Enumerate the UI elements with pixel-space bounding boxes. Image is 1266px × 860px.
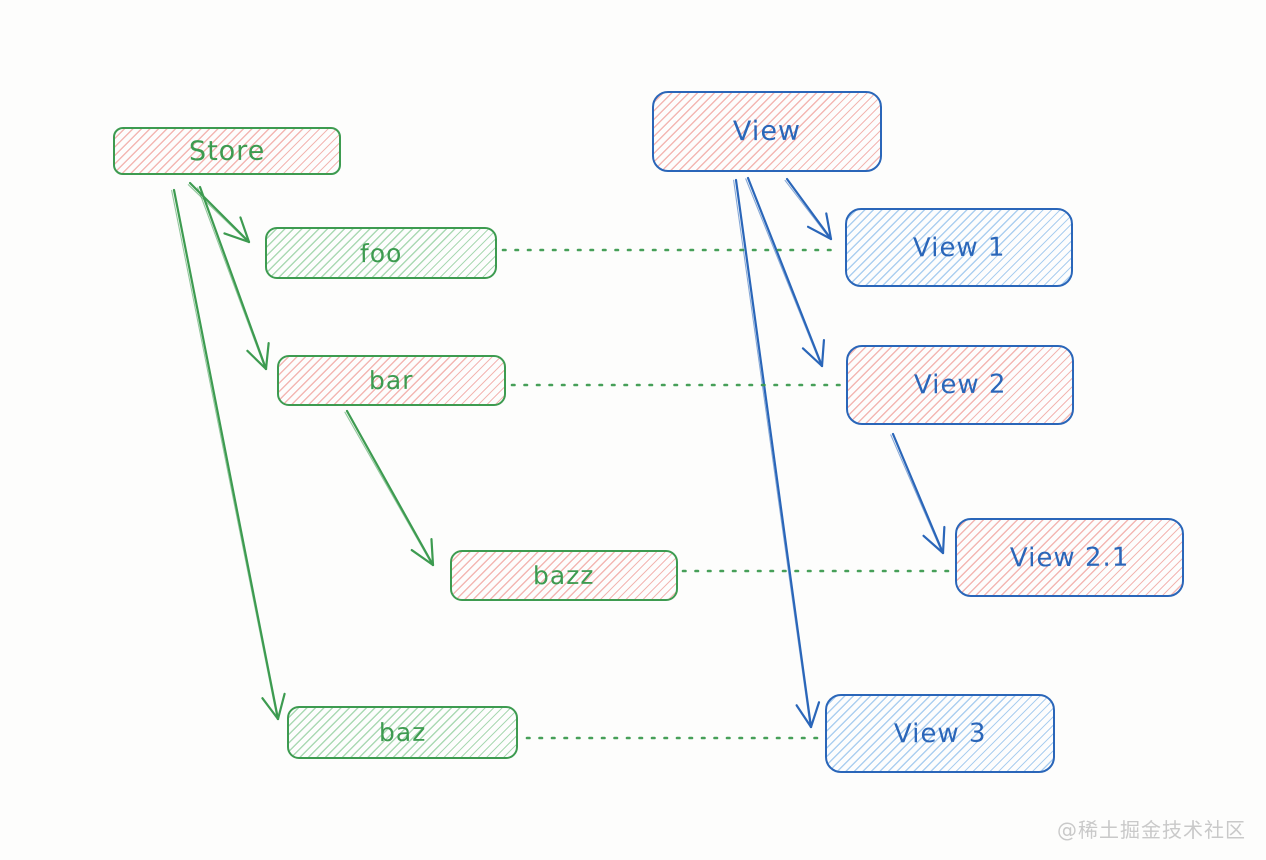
arrow-view-to-view1[interactable] xyxy=(784,177,833,241)
node-label: View 1 xyxy=(912,232,1006,263)
arrow-view2-to-view21[interactable] xyxy=(890,432,946,555)
node-store[interactable]: Store xyxy=(113,127,341,175)
node-label: View 2.1 xyxy=(1009,542,1130,573)
node-view3[interactable]: View 3 xyxy=(825,694,1055,773)
node-label: foo xyxy=(359,238,403,268)
node-foo[interactable]: foo xyxy=(265,227,497,279)
node-bazz[interactable]: bazz xyxy=(450,550,678,601)
node-view[interactable]: View xyxy=(652,91,882,172)
node-view2[interactable]: View 2 xyxy=(846,345,1074,425)
node-label: bazz xyxy=(533,560,595,591)
node-label: View 2 xyxy=(913,369,1007,401)
arrow-store-to-baz[interactable] xyxy=(171,188,286,721)
arrow-store-to-bar[interactable] xyxy=(197,185,270,371)
node-bar[interactable]: bar xyxy=(277,355,506,406)
watermark: @稀土掘金技术社区 xyxy=(1057,818,1246,842)
node-label: View 3 xyxy=(893,718,987,749)
arrow-store-to-foo[interactable] xyxy=(187,181,251,244)
arrow-view-to-view3[interactable] xyxy=(733,178,821,729)
arrow-view-to-view2[interactable] xyxy=(745,176,826,368)
node-label: Store xyxy=(188,135,266,167)
node-label: bar xyxy=(369,365,414,396)
node-view1[interactable]: View 1 xyxy=(845,208,1073,287)
node-baz[interactable]: baz xyxy=(287,706,518,759)
arrow-bar-to-bazz[interactable] xyxy=(344,409,435,567)
node-label: baz xyxy=(378,717,427,748)
node-view21[interactable]: View 2.1 xyxy=(955,518,1184,597)
node-label: View xyxy=(732,115,802,148)
